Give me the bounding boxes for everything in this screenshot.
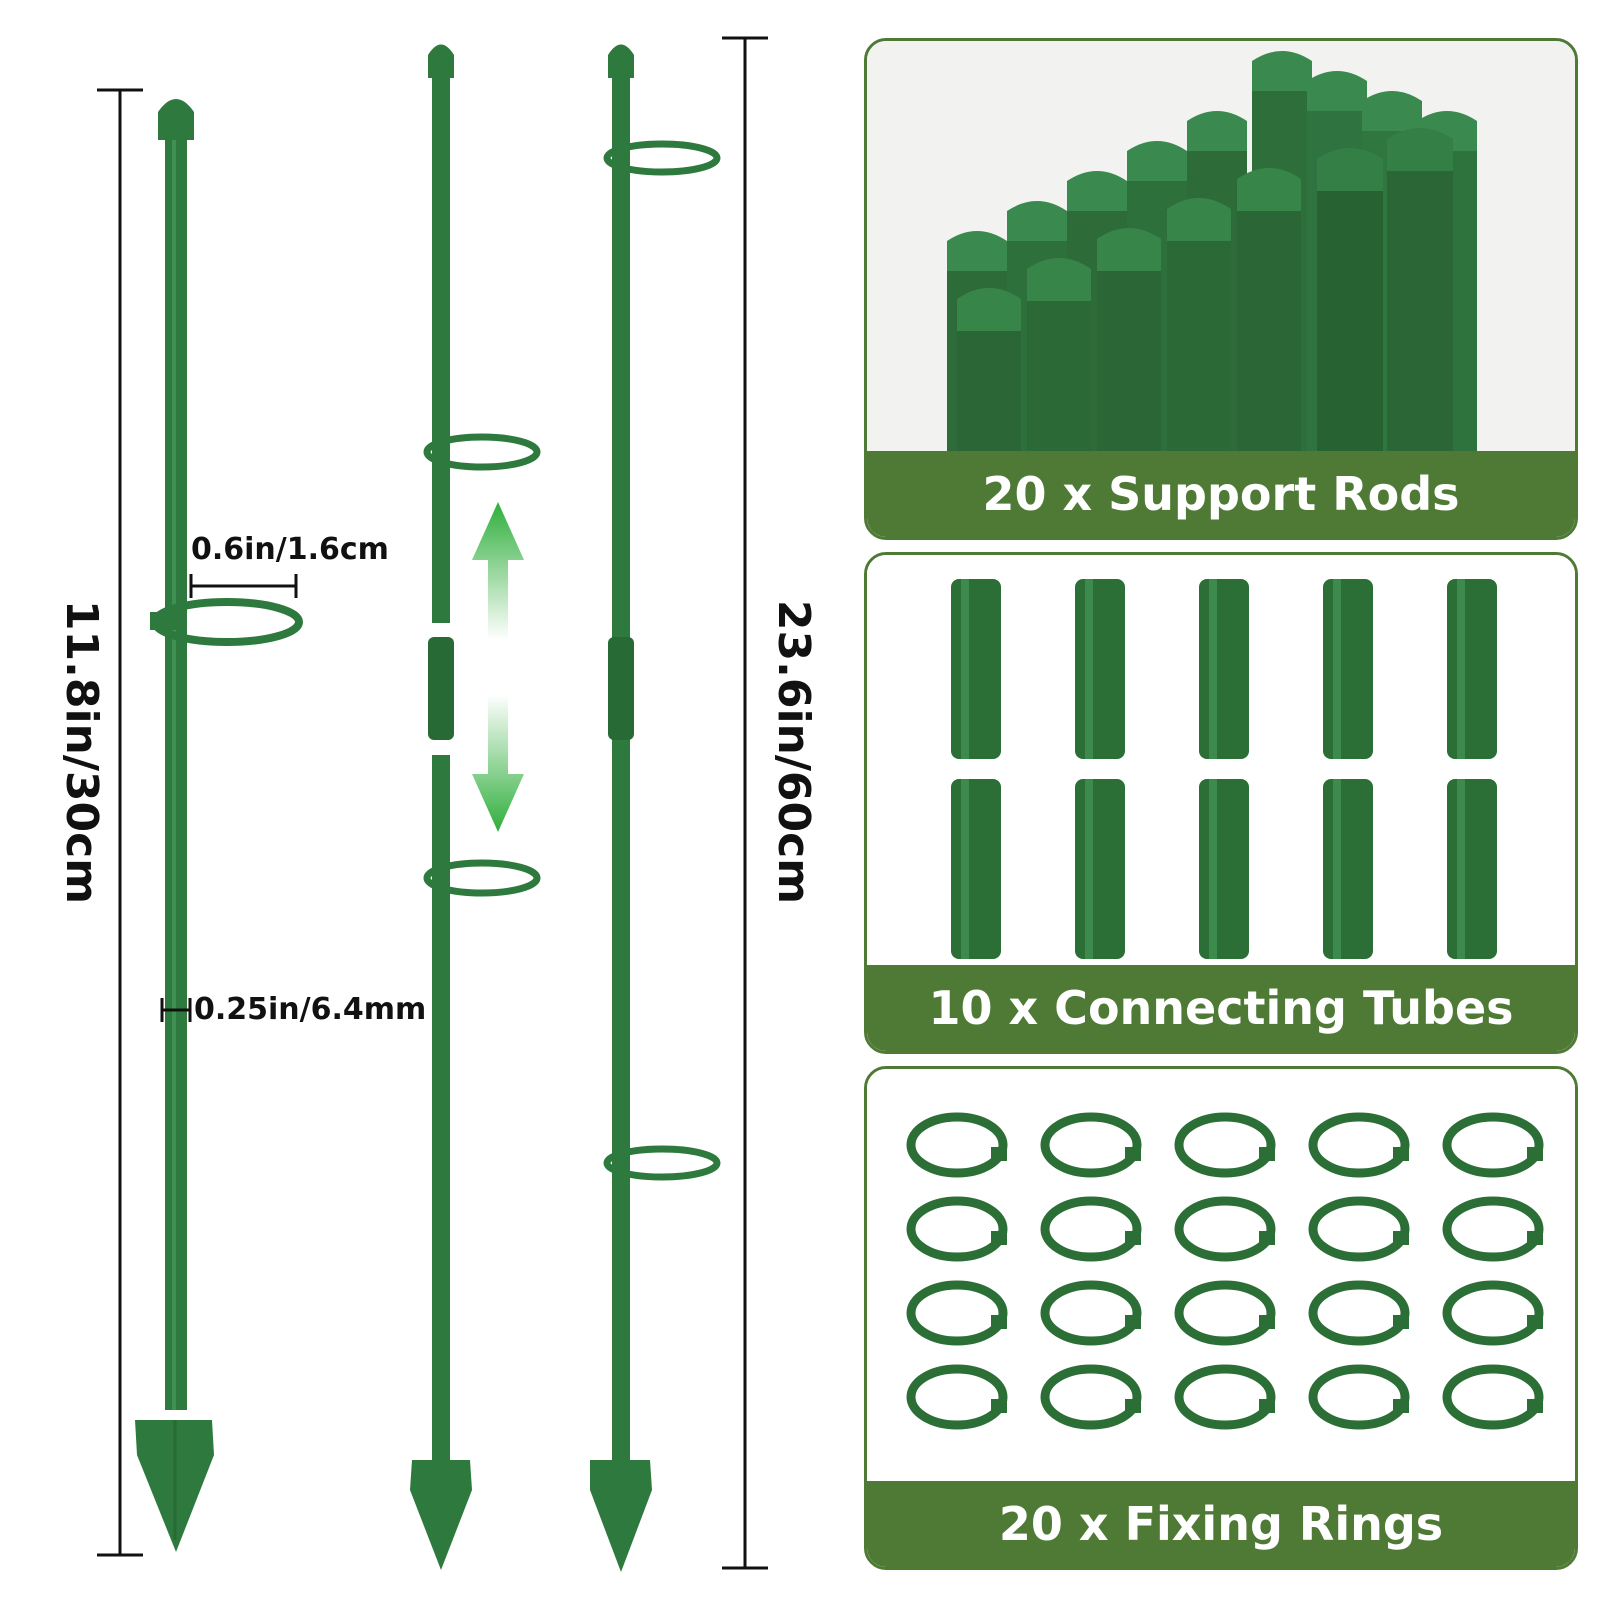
short-height-dimension-line (97, 88, 143, 1557)
up-arrow-icon (472, 502, 524, 640)
top-ring (603, 140, 721, 176)
short-stake (135, 99, 303, 1552)
ring-diameter-label: 0.6in/1.6cm (191, 532, 389, 567)
exploded-stake (410, 44, 541, 1570)
fixing-rings-panel: 20 x Fixing Rings (864, 1066, 1578, 1570)
stakes-illustration (97, 36, 768, 1572)
long-height-label: 23.6in/60cm (768, 599, 819, 905)
rod-diameter-label: 0.25in/6.4mm (194, 992, 427, 1027)
bottom-ring (603, 1145, 721, 1181)
short-height-label: 11.8in/30cm (56, 599, 107, 905)
upper-ring (423, 433, 541, 471)
lower-ring (423, 859, 541, 897)
connecting-tubes-caption: 10 x Connecting Tubes (867, 965, 1575, 1051)
connecting-tubes-panel: 10 x Connecting Tubes (864, 552, 1578, 1054)
support-rods-panel: 20 x Support Rods (864, 38, 1578, 540)
connecting-tube (428, 637, 454, 740)
long-height-dimension-line (722, 36, 768, 1570)
long-stake (590, 44, 721, 1572)
joined-connecting-tube (608, 637, 634, 740)
support-rods-caption: 20 x Support Rods (867, 451, 1575, 537)
down-arrow-icon (472, 694, 524, 832)
fixing-rings-caption: 20 x Fixing Rings (867, 1481, 1575, 1567)
